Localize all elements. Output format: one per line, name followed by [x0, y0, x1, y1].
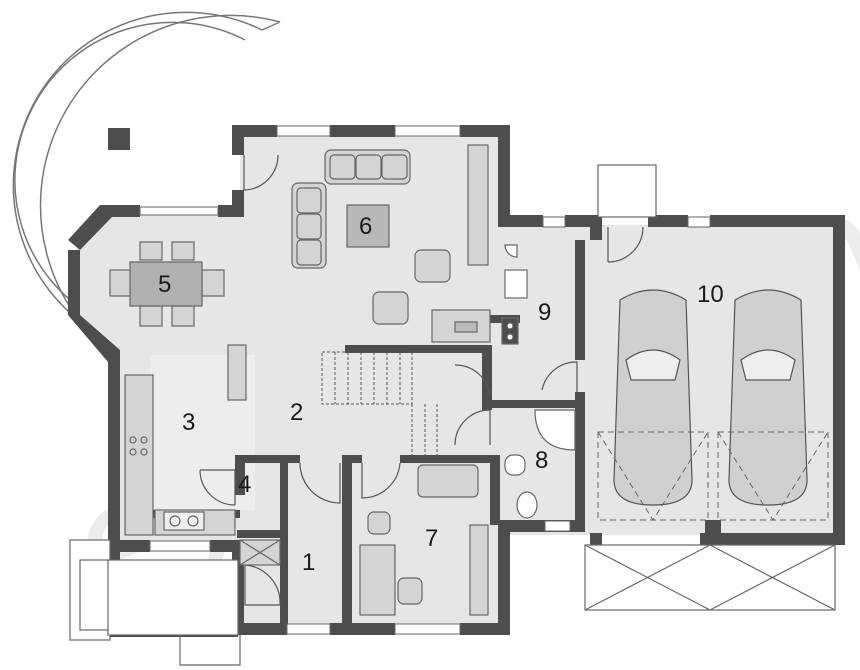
room-number-1: 1 — [302, 549, 315, 576]
bathroom-8-fixtures — [504, 409, 576, 519]
garage-apron — [584, 544, 836, 611]
room-number-6: 6 — [359, 213, 372, 240]
dining-table — [109, 241, 225, 327]
office-furniture — [359, 464, 489, 616]
car-right — [728, 289, 808, 506]
room-number-4: 4 — [238, 471, 251, 498]
room-number-8: 8 — [535, 447, 548, 474]
room-number-2: 2 — [290, 399, 303, 426]
kitchen-units — [124, 344, 247, 536]
staircase — [321, 351, 438, 455]
living-furniture — [291, 144, 491, 343]
garage-door-lines — [597, 431, 829, 521]
hallway-closet — [239, 539, 281, 566]
bathroom-9-fixtures — [501, 244, 528, 345]
chimney-terrace — [108, 128, 130, 150]
room-number-3: 3 — [182, 409, 195, 436]
car-left — [613, 289, 693, 506]
doors — [199, 154, 644, 606]
room-number-5: 5 — [158, 271, 171, 298]
room-number-9: 9 — [538, 299, 551, 326]
entrance-porch — [69, 539, 241, 666]
room-number-7: 7 — [425, 525, 438, 552]
windows — [139, 125, 711, 635]
garage-side-step — [597, 164, 657, 218]
terrace-semicircle — [12, 11, 281, 361]
room-number-10: 10 — [697, 281, 724, 308]
